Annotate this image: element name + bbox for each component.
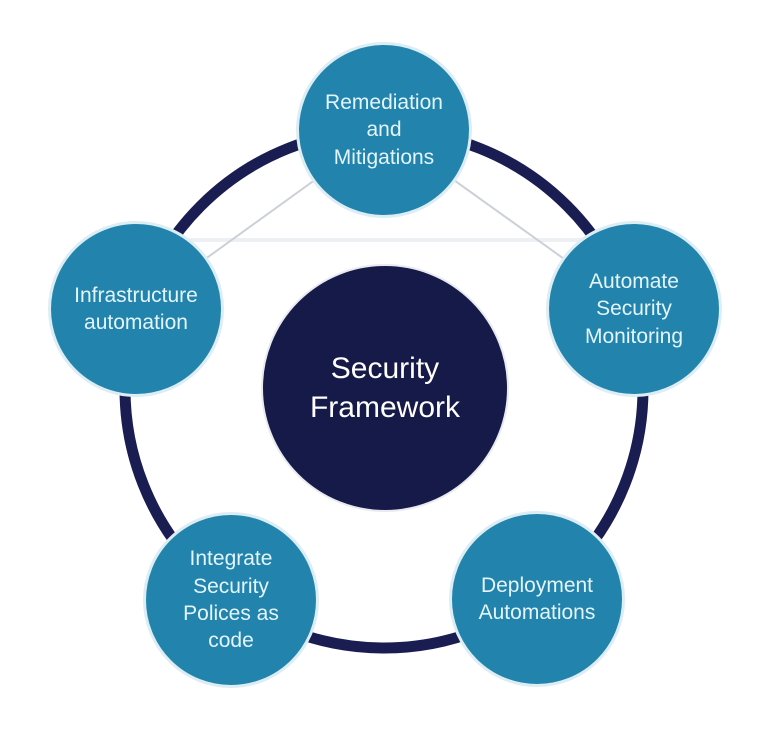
node-integrate-security-polices-as-code: Integrate Security Polices as code xyxy=(143,512,319,688)
node-deployment-automations: Deployment Automations xyxy=(449,511,625,687)
node-automate-security-monitoring: Automate Security Monitoring xyxy=(546,221,722,397)
node-infrastructure-automation: Infrastructure automation xyxy=(48,221,224,397)
node-label: Automate Security Monitoring xyxy=(584,270,684,348)
node-label: Infrastructure automation xyxy=(74,283,198,334)
center-node-label: Security Framework xyxy=(309,352,460,424)
node-label: Integrate Security Polices as code xyxy=(183,547,279,653)
node-remediation-and-mitigations: Remediation and Mitigations xyxy=(296,42,472,218)
node-label: Remediation and Mitigations xyxy=(325,91,443,169)
node-security-framework-center: Security Framework xyxy=(261,264,509,512)
node-label: Deployment Automations xyxy=(478,573,596,624)
